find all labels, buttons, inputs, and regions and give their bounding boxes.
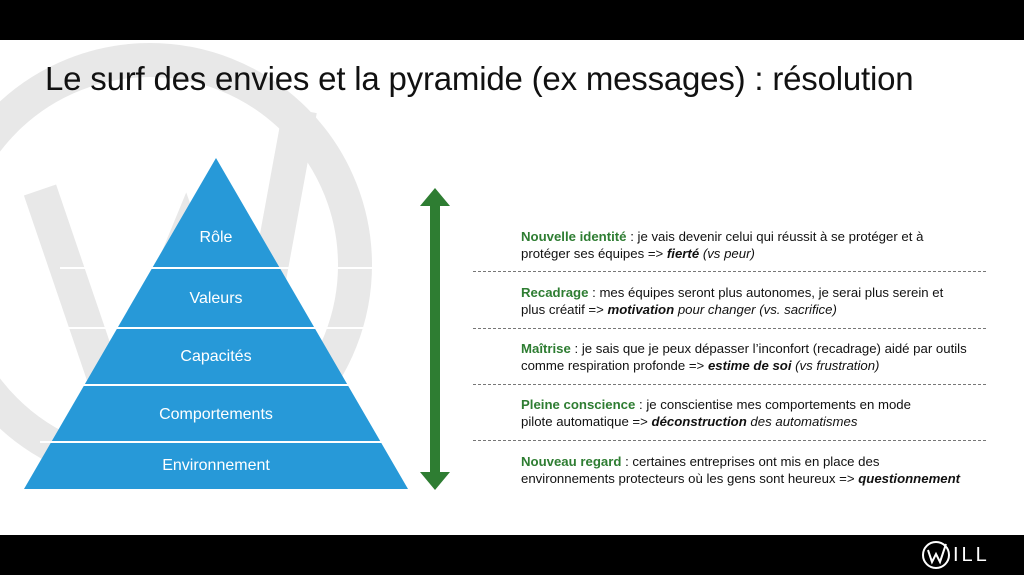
- divider: [473, 384, 986, 385]
- will-logo: ILL: [921, 540, 990, 570]
- item-key: Nouveau regard: [521, 454, 622, 469]
- item-key: Maîtrise: [521, 341, 571, 356]
- item-maitrise: Maîtrise : je sais que je peux dépasser …: [521, 341, 967, 373]
- item-nouveau-regard: Nouveau regard : certaines entreprises o…: [521, 454, 961, 486]
- w-check-logo-icon: [922, 541, 950, 569]
- pyramid-level-comportements: Comportements: [159, 406, 273, 423]
- item-nouvelle-identite: Nouvelle identité : je vais devenir celu…: [521, 229, 924, 261]
- pyramid-level-environnement: Environnement: [162, 457, 270, 474]
- divider: [473, 271, 986, 272]
- item-key: Pleine conscience: [521, 397, 636, 412]
- bottom-bar: [0, 535, 1024, 575]
- logo-text: ILL: [953, 543, 990, 566]
- double-arrow-icon: [420, 188, 450, 490]
- divider: [473, 440, 986, 441]
- divider: [473, 328, 986, 329]
- item-key: Nouvelle identité: [521, 229, 627, 244]
- item-recadrage: Recadrage : mes équipes seront plus auto…: [521, 285, 944, 317]
- top-bar: [0, 0, 1024, 40]
- slide-title: Le surf des envies et la pyramide (ex me…: [45, 60, 914, 97]
- item-pleine-conscience: Pleine conscience : je conscientise mes …: [521, 397, 911, 429]
- item-key: Recadrage: [521, 285, 589, 300]
- pyramid-level-role: Rôle: [199, 229, 233, 246]
- pyramid-level-valeurs: Valeurs: [189, 290, 243, 307]
- pyramid-shape: [24, 158, 408, 489]
- pyramid-level-capacites: Capacités: [180, 348, 252, 365]
